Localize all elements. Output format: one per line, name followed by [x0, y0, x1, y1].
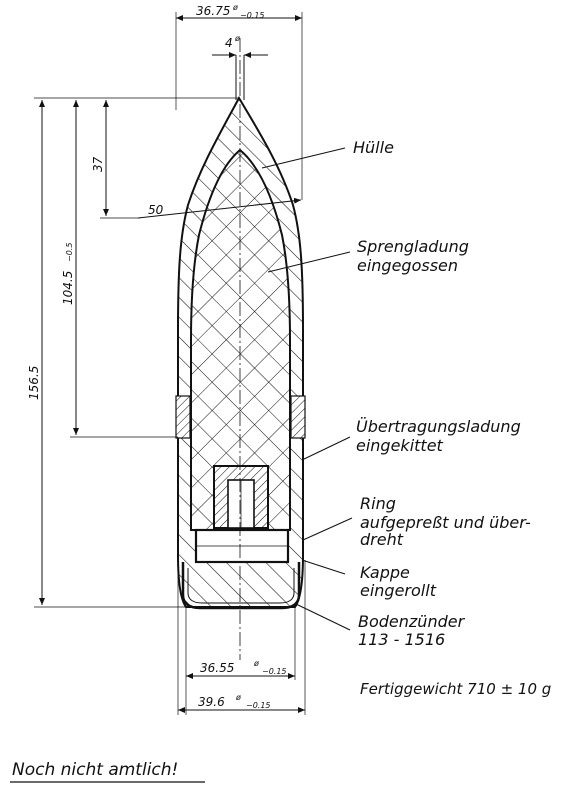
band-diameter-tol: −0.15: [246, 701, 271, 710]
body-length-tol: −0.5: [65, 243, 74, 262]
top-diameter-mark: ø: [232, 3, 238, 12]
top-diameter-value: 36.75: [196, 4, 230, 18]
leader-kappe: [301, 559, 346, 575]
leader-uebertragung: [301, 436, 351, 461]
label-uebertragung-2: eingekittet: [356, 436, 444, 455]
label-kappe-1: Kappe: [360, 563, 410, 582]
label-ring-3: dreht: [360, 530, 404, 549]
base-diameter-mark: ø: [253, 659, 259, 668]
body-length-value: 104.5: [61, 271, 75, 305]
label-kappe-2: eingerollt: [360, 581, 437, 600]
label-sprengladung-2: eingegossen: [357, 256, 458, 275]
finished-weight: Fertiggewicht 710 ± 10 g: [360, 680, 551, 698]
total-length: 156.5: [27, 366, 41, 400]
fuze-hole-mark: ø: [234, 34, 240, 43]
leader-bodenzuender: [295, 603, 351, 631]
ogive-radius: 50: [148, 203, 164, 217]
top-diameter-tol: −0.15: [240, 11, 265, 20]
label-uebertragung-1: Übertragungsladung: [356, 417, 521, 436]
band-diameter-value: 39.6: [198, 695, 225, 709]
label-sprengladung-1: Sprengladung: [357, 237, 469, 256]
base-diameter-tol: −0.15: [262, 667, 287, 676]
bursting-charge-fill: [191, 150, 290, 530]
leader-huelle: [261, 147, 346, 169]
not-official-note: Noch nicht amtlich!: [12, 760, 178, 780]
label-ring-1: Ring: [360, 494, 396, 513]
tip-to-radius: 37: [91, 156, 105, 172]
label-huelle: Hülle: [353, 138, 394, 157]
leader-sprengladung: [267, 251, 351, 273]
leader-ring: [302, 517, 353, 541]
label-ring-2: aufgepreßt und über-: [360, 513, 531, 532]
base-diameter-value: 36.55: [200, 661, 234, 675]
base-cap: [181, 562, 301, 610]
label-bodenzuender-1: Bodenzünder: [358, 612, 466, 631]
band-diameter-mark: ø: [235, 693, 241, 702]
fuze-hole-value: 4: [225, 36, 233, 50]
label-bodenzuender-2: 113 - 1516: [358, 630, 445, 649]
